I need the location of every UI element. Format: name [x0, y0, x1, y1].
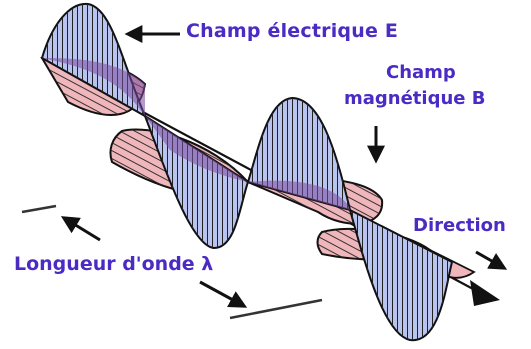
wavelength-arrow-right: [199, 280, 248, 308]
direction-pointer-arrow: [475, 250, 508, 270]
electric-field-label: Champ électrique E: [186, 20, 399, 42]
magnetic-field-label-line2: magnétique B: [344, 88, 486, 109]
direction-label: Direction: [413, 215, 506, 236]
electric-field-wave: [40, 2, 454, 342]
wavelength-marker-left: [21, 204, 57, 214]
wavelength-arrow-left: [60, 216, 101, 242]
wavelength-marker-right: [229, 298, 323, 320]
magnetic-field-label-line1: Champ: [386, 62, 456, 83]
wavelength-label: Longueur d'onde λ: [14, 253, 214, 275]
field-overlap-shading: [42, 58, 350, 210]
axis-arrowhead: [470, 280, 500, 306]
